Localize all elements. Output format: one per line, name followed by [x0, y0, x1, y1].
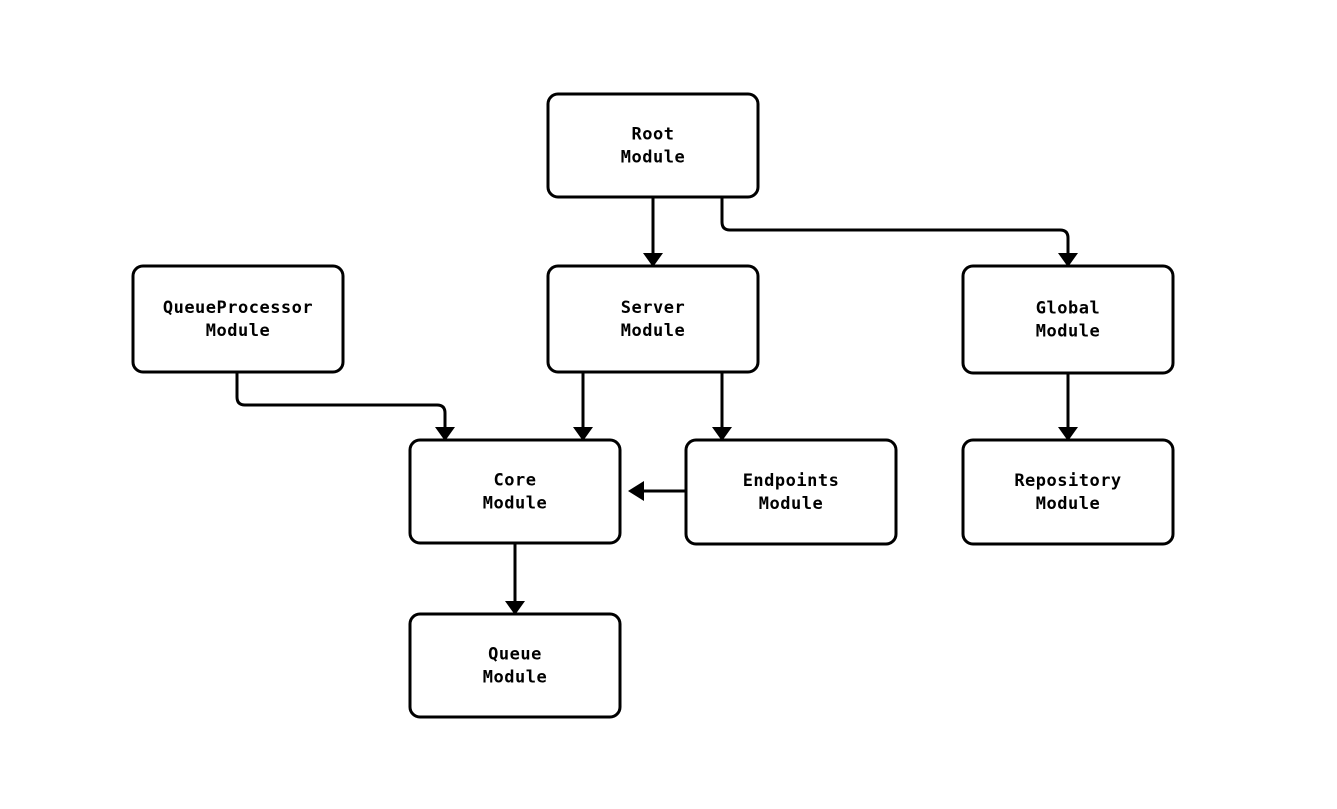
- node-label-kind-queue: Module: [483, 668, 547, 688]
- edge-endpoints-to-core: [628, 481, 686, 501]
- node-label-kind-repository: Module: [1036, 494, 1100, 514]
- node-box-server[interactable]: [546, 264, 760, 374]
- node-box-queue[interactable]: [408, 612, 622, 719]
- edge-core-to-queue: [505, 543, 525, 615]
- node-label-name-core: Core: [494, 471, 537, 491]
- node-box-repository[interactable]: [961, 438, 1175, 546]
- node-label-name-queue: Queue: [488, 645, 542, 665]
- node-label-kind-server: Module: [621, 321, 685, 341]
- edge-server-to-endpoints: [712, 372, 732, 441]
- edge-server-to-core: [573, 372, 593, 441]
- node-label-kind-queueprocessor: Module: [206, 321, 270, 341]
- node-box-core[interactable]: [408, 438, 622, 545]
- node-box-global[interactable]: [961, 264, 1175, 375]
- node-label-name-global: Global: [1036, 299, 1100, 319]
- arrowhead-icon: [628, 481, 644, 501]
- arrowhead-icon: [1058, 427, 1078, 441]
- edge-line: [720, 197, 1070, 258]
- node-label-kind-core: Module: [483, 494, 547, 514]
- arrowhead-icon: [573, 427, 593, 441]
- node-label-name-endpoints: Endpoints: [743, 471, 840, 491]
- edges-layer: [235, 197, 1078, 615]
- node-label-kind-global: Module: [1036, 322, 1100, 342]
- node-label-name-root: Root: [632, 125, 675, 145]
- node-label-name-repository: Repository: [1014, 471, 1121, 491]
- edge-queueprocessor-to-core: [235, 372, 455, 441]
- arrowhead-icon: [1058, 253, 1078, 267]
- node-box-queueprocessor[interactable]: [131, 264, 345, 374]
- node-label-kind-endpoints: Module: [759, 494, 823, 514]
- node-box-endpoints[interactable]: [684, 438, 898, 546]
- arrowhead-icon: [435, 427, 455, 441]
- edge-line: [235, 372, 447, 432]
- node-label-kind-root: Module: [621, 148, 685, 168]
- nodes-layer: RootModuleQueueProcessorModuleServerModu…: [131, 92, 1175, 719]
- arrowhead-icon: [712, 427, 732, 441]
- arrowhead-icon: [505, 601, 525, 615]
- edge-root-to-global: [720, 197, 1078, 267]
- node-label-name-server: Server: [621, 298, 685, 318]
- edge-root-to-server: [643, 197, 663, 267]
- node-box-root[interactable]: [546, 92, 760, 199]
- node-label-name-queueprocessor: QueueProcessor: [163, 298, 313, 318]
- edge-global-to-repository: [1058, 373, 1078, 441]
- arrowhead-icon: [643, 253, 663, 267]
